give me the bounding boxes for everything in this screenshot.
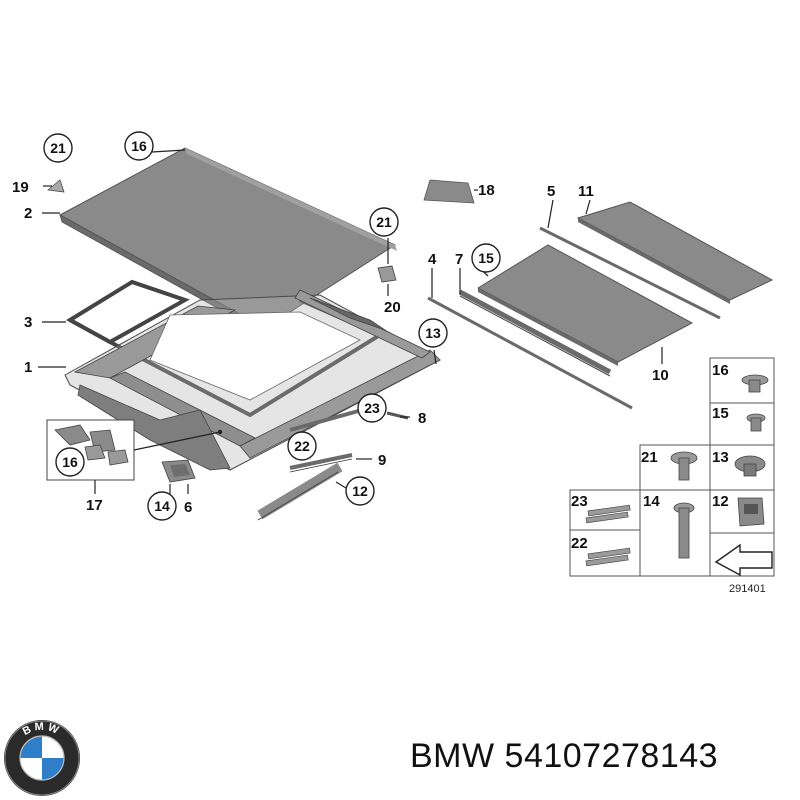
diagram-reference-number: 291401 (729, 583, 766, 595)
label-11: 11 (578, 183, 594, 200)
label-10: 10 (652, 367, 669, 384)
grid-label-23: 23 (571, 493, 588, 510)
callout-23 (357, 393, 387, 423)
grid-label-13: 13 (712, 449, 729, 466)
grid-label-15: 15 (712, 405, 729, 422)
part-group-17 (46, 419, 223, 481)
brand-name: BMW (410, 737, 495, 775)
label-5: 5 (547, 183, 555, 200)
svg-text:BMW: BMW (21, 721, 63, 738)
panel-11 (576, 201, 774, 304)
logo-letters: BMW (21, 721, 60, 738)
label-17: 17 (86, 497, 103, 514)
label-21b: 21 (376, 214, 392, 230)
callout-22 (287, 431, 317, 461)
label-23: 23 (364, 400, 380, 416)
label-4: 4 (428, 251, 437, 268)
label-12: 12 (352, 483, 368, 499)
label-19: 19 (12, 179, 29, 196)
label-8: 8 (418, 410, 426, 427)
label-3: 3 (24, 314, 32, 331)
clip-set-22 (585, 547, 631, 567)
sunroof-frame (64, 289, 442, 471)
label-18: 18 (478, 182, 495, 199)
grid-label-14: 14 (643, 493, 660, 510)
callout-21-top (43, 133, 73, 163)
bracket-part (161, 459, 196, 483)
bmw-logo-icon: BMW (4, 720, 80, 796)
label-6: 6 (184, 499, 192, 516)
glass-panel-10 (476, 244, 694, 366)
grid-label-22: 22 (571, 535, 588, 552)
glass-roof-panel (58, 147, 397, 336)
label-2: 2 (24, 205, 32, 222)
part-number: 54107278143 (504, 737, 719, 775)
label-7: 7 (455, 251, 463, 268)
brand-caption: BMW 54107278143 (410, 737, 718, 776)
direction-arrow-icon (714, 543, 773, 577)
leader-lines (38, 149, 663, 494)
fastener-grid: 291401 (569, 357, 775, 595)
grid-label-21: 21 (641, 449, 658, 466)
clip-part-20 (377, 265, 397, 283)
clip-set-23 (585, 504, 631, 524)
label-13: 13 (425, 325, 441, 341)
grid-label-16: 16 (712, 362, 729, 379)
label-14: 14 (154, 498, 170, 514)
callout-13 (418, 318, 448, 348)
callout-16-box (55, 447, 85, 477)
callout-15 (471, 243, 501, 273)
callout-12 (345, 476, 375, 506)
label-9: 9 (378, 452, 386, 469)
callout-14 (147, 491, 177, 521)
label-22: 22 (294, 438, 310, 454)
label-21: 21 (50, 140, 66, 156)
grid-label-12: 12 (712, 493, 729, 510)
label-16: 16 (131, 138, 147, 154)
callouts: 21 16 21 13 15 23 22 12 16 14 (43, 131, 501, 521)
label-15: 15 (478, 250, 494, 266)
callout-21-right (369, 207, 399, 237)
label-1: 1 (24, 359, 32, 376)
strip-parts (427, 226, 721, 410)
label-16b: 16 (62, 454, 78, 470)
callout-16-top (124, 131, 154, 161)
label-20: 20 (384, 299, 401, 316)
part-numbers: 19 2 3 1 20 18 5 11 4 7 10 8 9 6 17 16 1… (12, 179, 729, 552)
cover-part-18 (423, 179, 475, 204)
